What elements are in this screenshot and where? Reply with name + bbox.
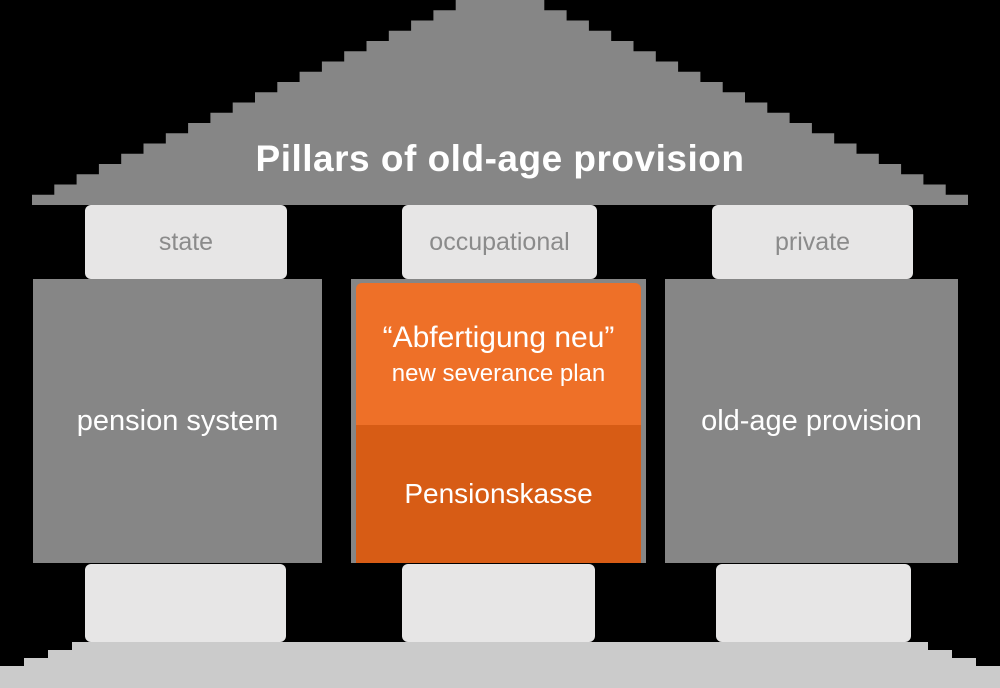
pillar-body-state: pension system (33, 279, 322, 563)
pensionskasse-label: Pensionskasse (404, 478, 593, 509)
pillar-body-private: old-age provision (665, 279, 958, 563)
base-occupational (402, 564, 595, 642)
base-state (85, 564, 286, 642)
capital-occupational-label: occupational (429, 227, 570, 256)
pillar-body-private-label: old-age provision (701, 404, 922, 437)
base-private (716, 564, 911, 642)
capital-state: state (85, 205, 287, 279)
capital-private: private (712, 205, 913, 279)
pensionskasse-section: Pensionskasse (356, 425, 641, 563)
severance-plan-title: “Abfertigung neu” (382, 321, 615, 354)
severance-plan-section: “Abfertigung neu” new severance plan (356, 283, 641, 425)
floor-plinth (0, 642, 1000, 688)
roof-pediment: Pillars of old-age provision (32, 0, 968, 205)
capital-private-label: private (774, 227, 851, 256)
pillar-body-state-label: pension system (76, 404, 279, 437)
capital-state-label: state (158, 227, 214, 256)
severance-plan-subtitle: new severance plan (391, 360, 606, 387)
capital-occupational: occupational (402, 205, 597, 279)
diagram-title: Pillars of old-age provision (255, 138, 745, 179)
